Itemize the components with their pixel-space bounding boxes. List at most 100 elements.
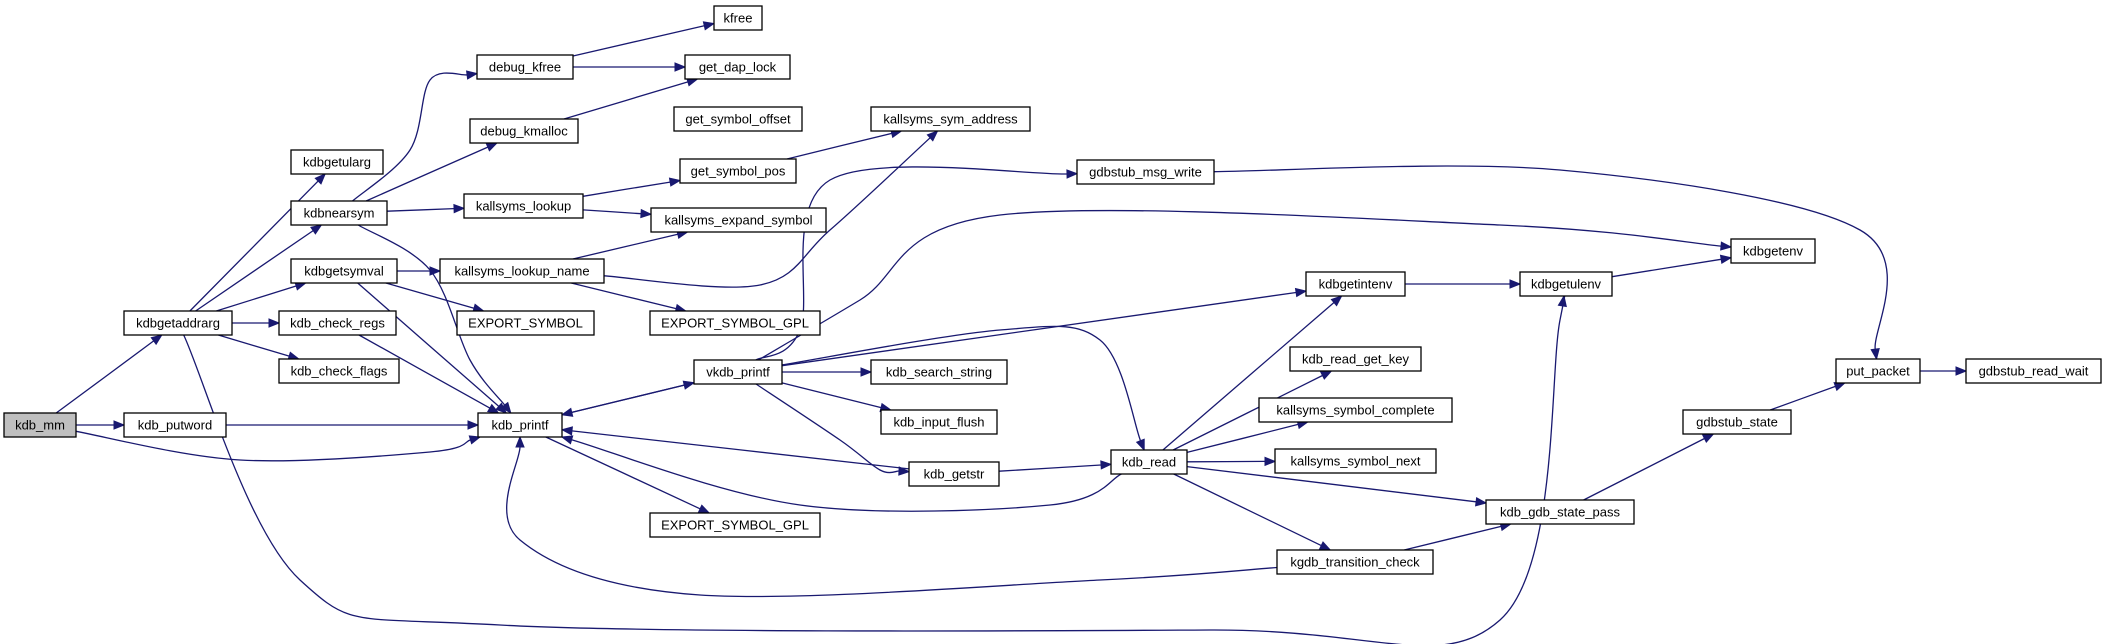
node-box (1110, 449, 1188, 475)
node-label: kdb_getstr (924, 467, 985, 482)
edge-kdb_mm-to-kdbgetaddrarg (55, 334, 163, 414)
node-box (1258, 397, 1453, 423)
node-kallsyms_lookup[interactable]: kallsyms_lookup (463, 193, 584, 219)
node-kdb_input_flush[interactable]: kdb_input_flush (880, 409, 998, 435)
edge-line (216, 285, 297, 312)
node-box (713, 5, 763, 31)
arrowhead (1509, 279, 1522, 289)
arrowhead (1330, 295, 1343, 307)
node-kdb_search_string[interactable]: kdb_search_string (870, 359, 1008, 385)
arrowhead (314, 173, 327, 185)
node-EXPORT_SYMBOL[interactable]: EXPORT_SYMBOL (456, 310, 595, 336)
node-box (908, 461, 1000, 487)
node-kdb_read[interactable]: kdb_read (1110, 449, 1188, 475)
node-box (649, 310, 821, 336)
node-kallsyms_symbol_next[interactable]: kallsyms_symbol_next (1274, 448, 1437, 474)
edge-kdb_putword-to-kdb_printf (225, 420, 480, 430)
node-kdbgetintenv[interactable]: kdbgetintenv (1305, 271, 1406, 297)
edge-line (1186, 423, 1299, 454)
node-EXPORT_SYMBOL_GPL_1[interactable]: EXPORT_SYMBOL_GPL (649, 310, 821, 336)
node-box (870, 359, 1008, 385)
arrowhead (1100, 460, 1113, 470)
edge-line (386, 207, 455, 212)
edge-line (365, 146, 489, 202)
node-kdb_check_regs[interactable]: kdb_check_regs (278, 310, 397, 336)
node-vkdb_printf[interactable]: vkdb_printf (693, 359, 783, 385)
arrowhead (1294, 287, 1308, 298)
node-kallsyms_sym_address[interactable]: kallsyms_sym_address (870, 106, 1031, 132)
edge-kallsyms_lookup_name-to-EXPORT_SYMBOL_GPL_1 (571, 282, 688, 314)
edge-line (1611, 258, 1722, 278)
edge-line (572, 25, 705, 57)
edge-line (385, 282, 475, 309)
edge-kdbnearsym-to-debug_kmalloc (365, 142, 499, 202)
arrowhead (1264, 456, 1277, 467)
arrowhead (1701, 433, 1715, 443)
node-EXPORT_SYMBOL_GPL_2[interactable]: EXPORT_SYMBOL_GPL (649, 512, 821, 538)
node-kdbgetenv[interactable]: kdbgetenv (1730, 238, 1816, 264)
node-box (1076, 159, 1215, 185)
node-kdbgetaddrarg[interactable]: kdbgetaddrarg (123, 310, 233, 336)
node-kdbnearsym[interactable]: kdbnearsym (290, 200, 388, 226)
node-box (278, 358, 400, 384)
edge-kdb_check_regs-to-kdb_printf (358, 334, 500, 414)
edge-kdbgetaddrarg-to-kdbgetulenv (183, 292, 1567, 644)
edge-line (572, 233, 678, 260)
node-label: EXPORT_SYMBOL_GPL (661, 316, 809, 331)
node-box (456, 310, 595, 336)
edge-line (1172, 374, 1323, 451)
edge-line (786, 132, 892, 160)
node-gdbstub_state[interactable]: gdbstub_state (1682, 409, 1792, 435)
node-label: kdbgetulenv (1531, 277, 1602, 292)
node-box (1276, 549, 1434, 575)
node-kdbgetulenv[interactable]: kdbgetulenv (1519, 271, 1613, 297)
arrowhead (113, 420, 126, 430)
node-kdb_putword[interactable]: kdb_putword (123, 412, 227, 438)
node-kgdb_transition_check[interactable]: kgdb_transition_check (1276, 549, 1434, 575)
node-kallsyms_lookup_name[interactable]: kallsyms_lookup_name (439, 258, 605, 284)
node-label: gdbstub_msg_write (1089, 165, 1202, 180)
edge-kdb_gdb_state_pass-to-gdbstub_state (1583, 433, 1715, 501)
node-kallsyms_symbol_complete[interactable]: kallsyms_symbol_complete (1258, 397, 1453, 423)
edge-kallsyms_lookup-to-get_symbol_pos (582, 177, 682, 197)
edge-put_packet-to-gdbstub_read_wait (1919, 366, 1968, 376)
edge-kallsyms_lookup-to-kallsyms_expand_symbol (582, 208, 653, 219)
node-label: kdb_read_get_key (1302, 352, 1409, 367)
node-gdbstub_read_wait[interactable]: gdbstub_read_wait (1965, 358, 2102, 384)
node-box (1289, 346, 1422, 372)
node-kdb_read_get_key[interactable]: kdb_read_get_key (1289, 346, 1422, 372)
edge-line (358, 334, 491, 409)
node-gdbstub_msg_write[interactable]: gdbstub_msg_write (1076, 159, 1215, 185)
arrowhead (268, 318, 281, 328)
node-label: kdb_read (1122, 455, 1176, 470)
node-kdb_check_flags[interactable]: kdb_check_flags (278, 358, 400, 384)
node-kdbgetsymval[interactable]: kdbgetsymval (290, 258, 398, 284)
node-get_symbol_pos[interactable]: get_symbol_pos (679, 158, 797, 184)
node-kdb_getstr[interactable]: kdb_getstr (908, 461, 1000, 487)
node-put_packet[interactable]: put_packet (1835, 358, 1921, 384)
node-label: gdbstub_read_wait (1979, 364, 2089, 379)
node-kdb_gdb_state_pass[interactable]: kdb_gdb_state_pass (1485, 499, 1635, 525)
node-get_symbol_offset[interactable]: get_symbol_offset (673, 106, 803, 132)
node-box (469, 118, 579, 144)
edge-debug_kmalloc-to-get_dap_lock (563, 77, 699, 120)
node-kdb_mm[interactable]: kdb_mm (3, 412, 77, 438)
node-box (3, 412, 77, 438)
edge-line (545, 436, 701, 510)
arrowhead (150, 334, 163, 346)
node-kdb_printf[interactable]: kdb_printf (477, 412, 563, 438)
node-box (1519, 271, 1613, 297)
node-debug_kmalloc[interactable]: debug_kmalloc (469, 118, 579, 144)
node-debug_kfree[interactable]: debug_kfree (476, 54, 574, 80)
node-box (278, 310, 397, 336)
node-kdbgetularg[interactable]: kdbgetularg (290, 149, 384, 175)
edge-line (183, 292, 1566, 644)
node-label: kgdb_transition_check (1290, 555, 1420, 570)
node-kallsyms_expand_symbol[interactable]: kallsyms_expand_symbol (650, 207, 827, 233)
edge-kdb_read-to-kdbgetintenv (1162, 295, 1343, 451)
node-box (1835, 358, 1921, 384)
node-get_dap_lock[interactable]: get_dap_lock (684, 54, 791, 80)
node-kfree[interactable]: kfree (713, 5, 763, 31)
node-box (650, 207, 827, 233)
edge-line (781, 325, 1142, 441)
